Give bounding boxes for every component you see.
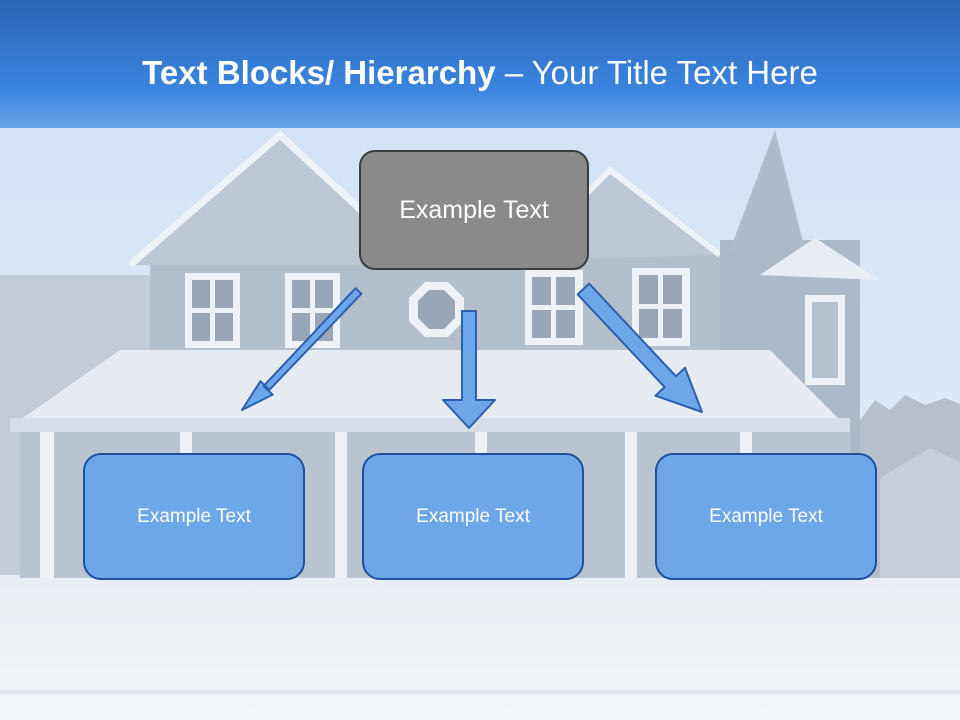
child-text-block-label: Example Text (416, 505, 530, 527)
title-dash: – (504, 54, 524, 91)
top-text-block-label: Example Text (399, 195, 549, 224)
title-bold-part: Text Blocks/ Hierarchy (142, 54, 496, 91)
arrow-to-left-box (241, 287, 363, 411)
child-text-block-left[interactable]: Example Text (83, 453, 305, 580)
child-text-block-center[interactable]: Example Text (362, 453, 584, 580)
title-bar (0, 0, 960, 128)
arrow-to-center-box (442, 310, 496, 429)
child-text-block-label: Example Text (709, 505, 823, 527)
top-text-block[interactable]: Example Text (359, 150, 589, 270)
title-regular-part: Your Title Text Here (531, 54, 818, 91)
child-text-block-right[interactable]: Example Text (655, 453, 877, 580)
arrow-to-right-box (576, 282, 703, 413)
slide-title: Text Blocks/ Hierarchy – Your Title Text… (0, 54, 960, 92)
child-text-block-label: Example Text (137, 505, 251, 527)
